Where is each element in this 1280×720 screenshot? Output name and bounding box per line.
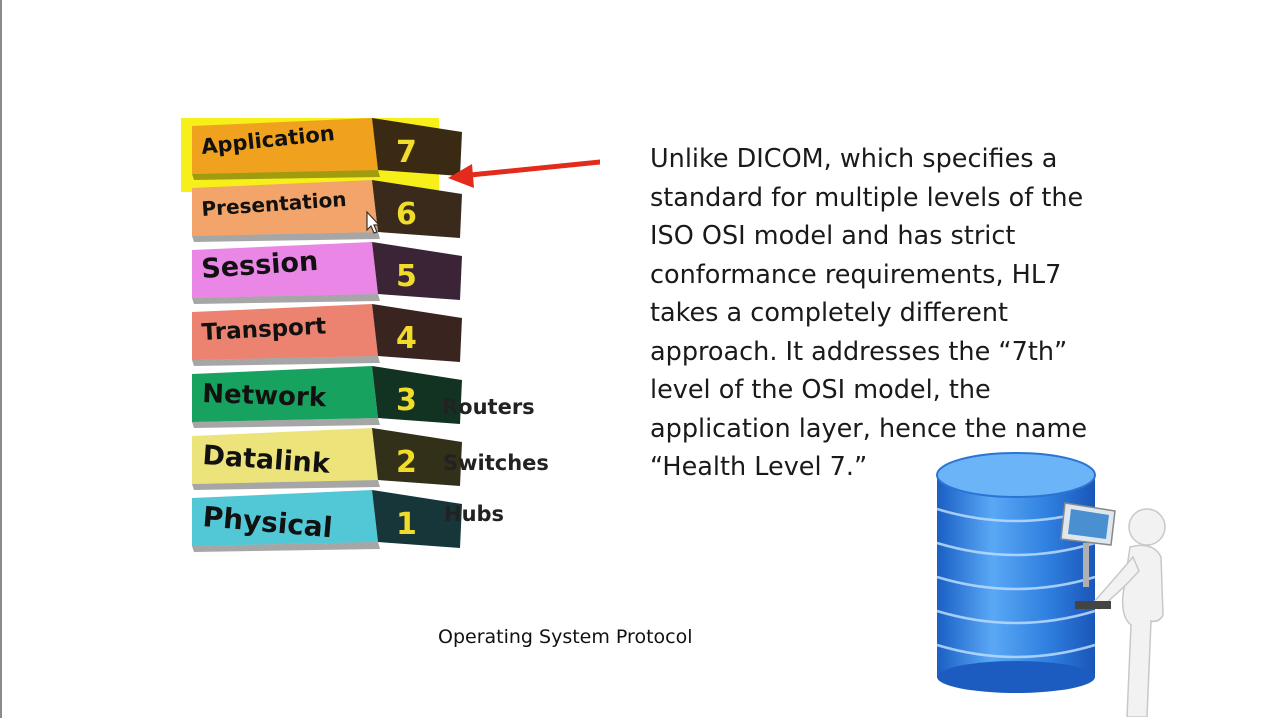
layer-side-face	[372, 242, 462, 300]
device-label-hubs: Hubs	[444, 502, 504, 526]
layer-shadow	[192, 542, 380, 552]
person-figure-icon	[1091, 508, 1166, 717]
layer-number: 4	[396, 321, 417, 356]
caption: Operating System Protocol	[438, 626, 693, 648]
layer-shadow	[192, 418, 380, 428]
description-text: Unlike DICOM, which specifies a standard…	[650, 144, 1088, 482]
layer-front-face	[192, 490, 378, 546]
layer-shadow	[192, 294, 380, 304]
layer-front-face	[192, 366, 378, 422]
layer-number: 1	[396, 507, 417, 542]
layer-number: 5	[396, 259, 417, 294]
layer-side-face	[372, 366, 462, 424]
layer-number: 2	[396, 445, 417, 480]
mouse-cursor-icon	[366, 210, 381, 234]
layer-name: Network	[202, 379, 327, 413]
layer-front-face	[192, 180, 378, 236]
database-server-with-person-icon	[936, 452, 1166, 717]
device-label-routers: Routers	[442, 395, 535, 419]
layer-side-face	[372, 180, 462, 238]
osi-layer-network: Network 3	[192, 366, 462, 428]
monitor-icon	[1060, 502, 1116, 587]
layer-shadow	[192, 232, 380, 242]
layer-shadow	[192, 480, 380, 490]
database-cylinder-icon	[936, 452, 1096, 693]
device-label-switches: Switches	[443, 451, 549, 475]
layer-side-face	[372, 118, 462, 176]
layer-number: 3	[396, 383, 417, 418]
layer-shadow	[192, 170, 380, 180]
layer-number: 6	[396, 197, 417, 232]
layer-front-face	[192, 242, 378, 298]
pointer-arrow	[448, 159, 600, 188]
layer-shadow	[192, 356, 380, 366]
layer-side-face	[372, 490, 462, 548]
layer-number: 7	[396, 135, 417, 170]
keyboard-icon	[1075, 601, 1111, 609]
layer-side-face	[372, 428, 462, 486]
layer-side-face	[372, 304, 462, 362]
layer-front-face	[192, 428, 378, 484]
layer-front-face	[192, 304, 378, 360]
layer-front-face	[192, 118, 378, 174]
